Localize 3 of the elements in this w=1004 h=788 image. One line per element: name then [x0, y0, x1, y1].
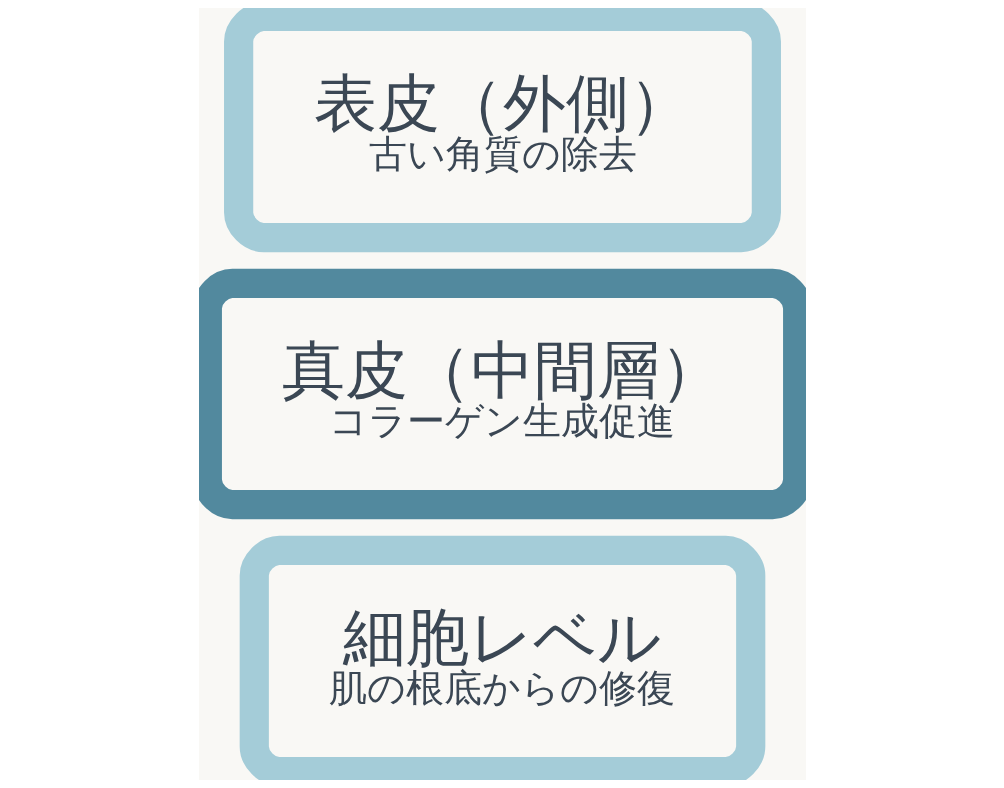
node-box: 細胞レベル 肌の根底からの修復 — [239, 535, 765, 780]
node-box: 表皮（外側） 古い角質の除去 — [223, 8, 781, 253]
node-box: 真皮（中間層） コラーゲン生成促進 — [198, 268, 806, 520]
